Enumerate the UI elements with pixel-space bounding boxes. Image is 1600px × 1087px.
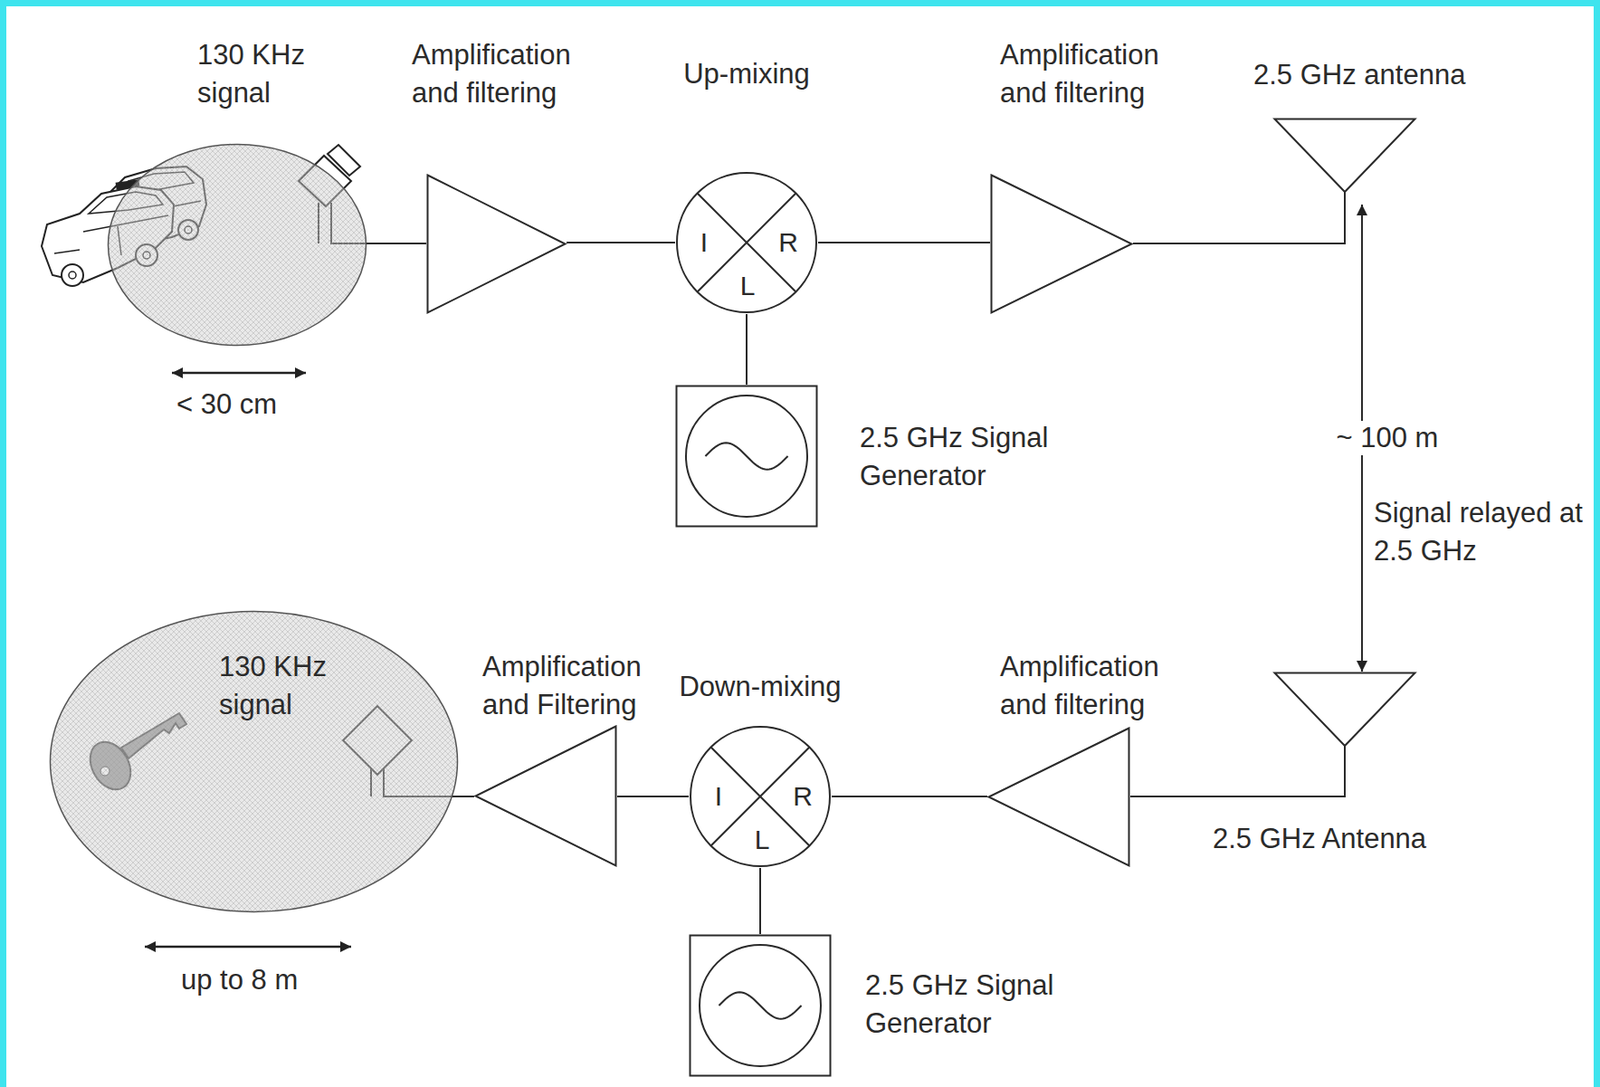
port-letter: I bbox=[700, 227, 708, 258]
amplifier-outline bbox=[476, 726, 617, 867]
antenna-label: 2.5 GHz Antenna bbox=[1212, 819, 1427, 858]
amplifier-triangle: Amplification and filtering bbox=[990, 173, 1134, 315]
shape-outline bbox=[675, 384, 819, 528]
field-region: 130 KHz signal bbox=[106, 142, 368, 347]
stage-label: Amplification and filtering bbox=[1000, 647, 1195, 724]
generator-label: 2.5 GHz Signal Generator bbox=[859, 419, 1077, 496]
mixer-circle: Down-mixingIRL bbox=[688, 724, 832, 868]
generator-label: 2.5 GHz Signal Generator bbox=[865, 966, 1083, 1043]
amplifier-outline bbox=[989, 728, 1130, 867]
antenna-label: 2.5 GHz antenna bbox=[1253, 56, 1466, 95]
region-outline bbox=[108, 144, 367, 346]
generator-circle bbox=[685, 395, 808, 517]
sine-wave bbox=[704, 442, 788, 469]
dimension-arrow bbox=[144, 945, 352, 949]
region-outline bbox=[50, 611, 458, 913]
port-letter: L bbox=[754, 824, 771, 856]
signal-wire bbox=[617, 795, 689, 798]
signal-wire bbox=[1133, 204, 1345, 244]
dimension-arrow bbox=[171, 371, 306, 375]
antenna-stub bbox=[1343, 745, 1346, 761]
stage-label: Amplification and filtering bbox=[1000, 36, 1195, 113]
car-hub bbox=[68, 271, 77, 279]
antenna-outline bbox=[1275, 119, 1416, 193]
amplifier-triangle: Amplification and filtering bbox=[987, 726, 1131, 867]
port-letter: L bbox=[740, 270, 756, 302]
port-letter: I bbox=[714, 780, 723, 812]
signal-wire bbox=[367, 242, 427, 245]
shape-outline bbox=[426, 173, 567, 315]
signal-label: 130 KHz signal bbox=[197, 36, 356, 113]
stage-label: Up-mixing bbox=[683, 55, 810, 94]
signal-wire bbox=[745, 314, 748, 385]
shape-outline bbox=[990, 173, 1134, 315]
shape-outline bbox=[1273, 671, 1417, 761]
antenna-stub bbox=[1343, 191, 1346, 205]
signal-wire bbox=[1130, 760, 1345, 797]
stage-label: Amplification and filtering bbox=[411, 36, 607, 113]
generator-box bbox=[676, 386, 818, 527]
port-letter: R bbox=[792, 780, 813, 812]
amplifier-outline bbox=[991, 175, 1133, 314]
field-region: 130 KHz signal bbox=[48, 609, 459, 914]
antenna-symbol: 2.5 GHz antenna bbox=[1273, 117, 1417, 205]
dimension-label: < 30 cm bbox=[176, 385, 277, 424]
signal-generator: 2.5 GHz Signal Generator bbox=[675, 384, 819, 528]
amplifier-triangle: Amplification and filtering bbox=[426, 173, 567, 315]
generator-box bbox=[690, 935, 831, 1077]
sine-wave bbox=[718, 991, 801, 1019]
amplifier-triangle: Amplification and Filtering bbox=[474, 724, 618, 867]
signal-label: 130 KHz signal bbox=[219, 647, 378, 724]
shape-outline bbox=[1273, 117, 1417, 205]
stage-label: Down-mixing bbox=[678, 667, 841, 706]
shape-outline bbox=[688, 933, 832, 1077]
note-label: Signal relayed at 2.5 GHz bbox=[1373, 494, 1587, 571]
antenna-outline bbox=[1275, 673, 1416, 747]
signal-wire bbox=[831, 795, 988, 798]
shape-outline bbox=[106, 142, 368, 347]
mixer-circle: Up-mixingIRL bbox=[675, 171, 819, 315]
port-letter: R bbox=[778, 227, 799, 258]
signal-wire bbox=[818, 241, 991, 244]
mixer-outline bbox=[676, 172, 817, 313]
edge-label: ~ 100 m bbox=[1333, 420, 1443, 456]
shape-outline bbox=[987, 726, 1131, 867]
amplifier-outline bbox=[428, 175, 566, 314]
antenna-tab bbox=[327, 144, 361, 176]
stage-label: Amplification and Filtering bbox=[482, 647, 677, 724]
signal-wire bbox=[453, 795, 475, 798]
antenna-symbol: 2.5 GHz Antenna bbox=[1273, 671, 1417, 761]
signal-generator: 2.5 GHz Signal Generator bbox=[688, 933, 832, 1077]
dimension-label: up to 8 m bbox=[180, 961, 298, 1000]
car-wheel bbox=[61, 264, 84, 286]
mixer-outline bbox=[690, 726, 830, 867]
signal-wire bbox=[566, 241, 676, 244]
signal-wire bbox=[759, 867, 762, 934]
generator-circle bbox=[699, 944, 821, 1067]
shape-outline bbox=[474, 724, 618, 867]
